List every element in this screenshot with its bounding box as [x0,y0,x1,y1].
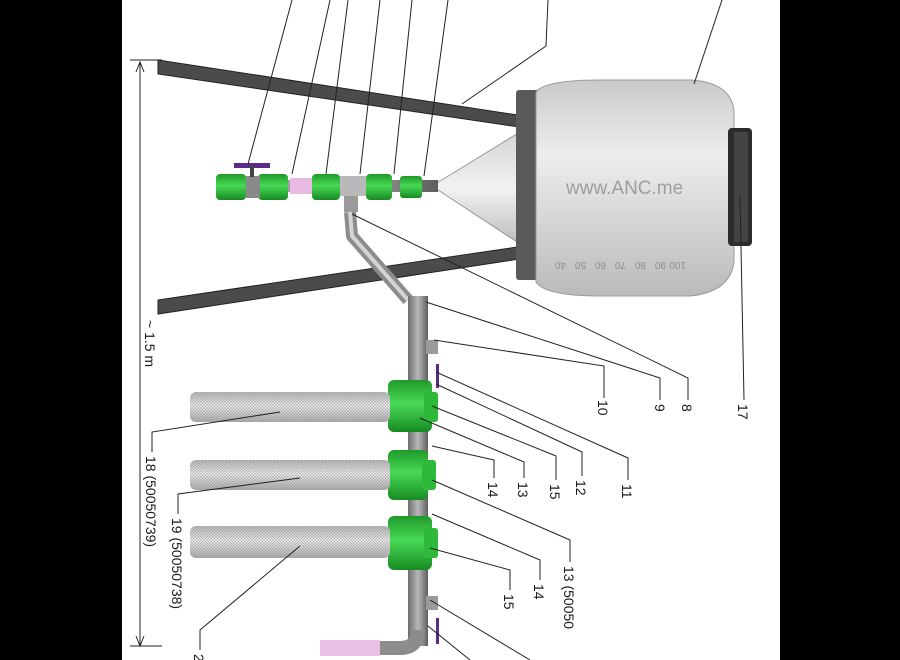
tank-scale-mark: 70 [614,259,626,270]
callout-18: 18 (50050739) [143,456,159,547]
callout-13a: 13 [515,482,531,498]
tank-scale-mark: 40 [554,259,566,270]
tank-scale-mark: 90 [654,259,666,270]
height-dimension [130,59,162,648]
leader-lines [151,0,745,660]
tank-scale-mark: 60 [594,259,606,270]
callout-12: 12 [573,480,589,496]
callout-labels: 8 9 10 11 12 13 13 (50050 14 14 15 15 17… [143,400,751,660]
callout-9: 9 [652,404,668,412]
dimension-label: ~ 1.5 m [142,320,158,367]
filter-housings [388,380,438,570]
callout-15b: 15 [501,594,517,610]
callout-11: 11 [619,484,635,499]
callout-10: 10 [595,400,611,416]
tank-scale-mark: 80 [634,259,646,270]
callout-14a: 14 [485,482,501,498]
callout-17: 17 [735,404,751,420]
tank: www.ANC.me [431,79,752,297]
callout-13b: 13 (50050 [561,566,577,629]
top-manifold [216,163,438,212]
callout-14b: 14 [531,584,547,600]
drain-pipe [344,211,413,304]
tank-watermark: www.ANC.me [565,178,683,199]
callout-8: 8 [679,404,695,412]
callout-19: 19 (50050738) [169,518,185,609]
callout-15a: 15 [547,484,563,500]
callout-2: 2 [191,654,207,660]
tank-scale-mark: 100 [669,259,686,270]
tank-scale-mark: 50 [574,259,586,270]
filter-cartridges [190,392,390,558]
